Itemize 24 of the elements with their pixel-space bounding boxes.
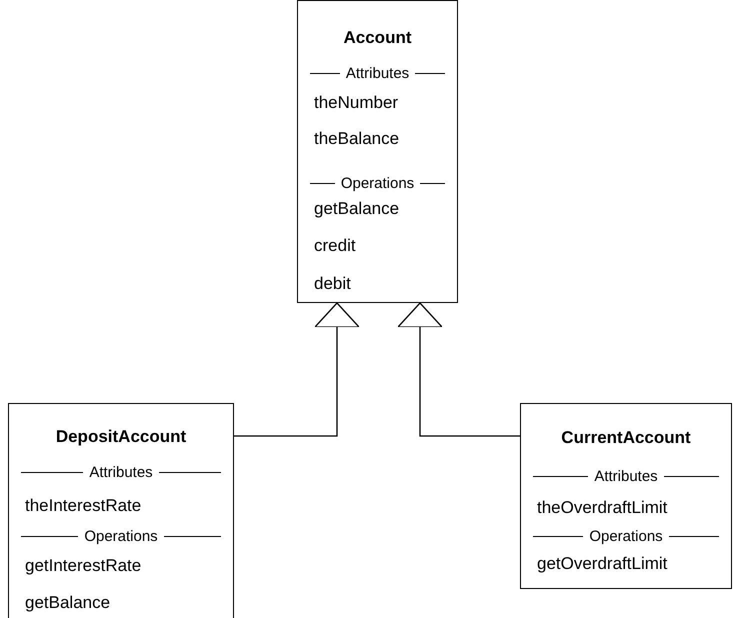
generalization-arrow bbox=[397, 302, 520, 437]
class-box bbox=[520, 403, 732, 589]
section-heading: Attributes bbox=[344, 64, 410, 82]
class-box bbox=[8, 403, 234, 618]
member-name: theNumber bbox=[314, 93, 398, 113]
member-name: credit bbox=[314, 236, 356, 256]
member-name: getInterestRate bbox=[25, 556, 142, 576]
class-box bbox=[297, 0, 458, 303]
member-name: theOverdraftLimit bbox=[537, 498, 668, 518]
member-name: theInterestRate bbox=[25, 496, 142, 516]
member-name: getBalance bbox=[25, 593, 110, 613]
member-name: debit bbox=[314, 274, 351, 294]
class-name: Account bbox=[344, 28, 412, 48]
class-name: CurrentAccount bbox=[561, 428, 691, 448]
section-heading: Attributes bbox=[593, 468, 659, 484]
class-name: DepositAccount bbox=[56, 427, 186, 447]
section-heading: Attributes bbox=[88, 464, 154, 480]
section-heading: Operations bbox=[83, 528, 159, 544]
section-heading: Operations bbox=[588, 528, 664, 544]
member-name: theBalance bbox=[314, 129, 400, 149]
member-name: getBalance bbox=[314, 199, 400, 219]
generalization-arrow bbox=[234, 302, 360, 437]
section-heading: Operations bbox=[340, 174, 416, 192]
member-name: getOverdraftLimit bbox=[537, 554, 668, 574]
